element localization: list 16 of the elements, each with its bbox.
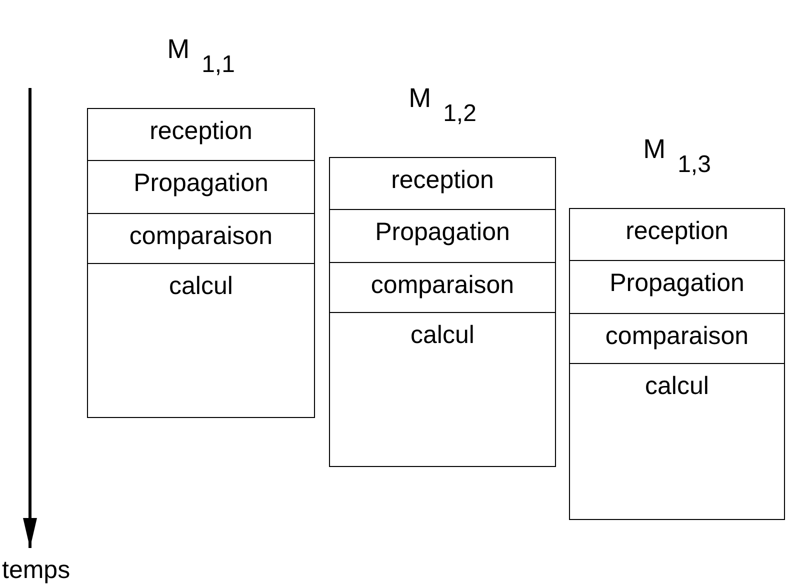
phase-cell: calcul [330, 313, 555, 465]
column-heading: M$_{1,3}$ [642, 133, 712, 180]
phase-cell: comparaison [570, 314, 784, 364]
phase-cell: Propagation [330, 210, 555, 263]
phase-cell: reception [330, 158, 555, 210]
phase-cell: reception [88, 109, 314, 161]
phase-cell: calcul [88, 264, 314, 416]
phase-cell: comparaison [88, 214, 314, 264]
column-heading: M$_{1,2}$ [408, 82, 478, 129]
phase-cell: Propagation [570, 261, 784, 314]
phase-cell: Propagation [88, 161, 314, 214]
axis-label: temps [2, 556, 70, 585]
phase-cell: reception [570, 209, 784, 261]
phase-cell: comparaison [330, 263, 555, 313]
column-heading: M$_{1,1}$ [166, 33, 236, 80]
phase-cell: calcul [570, 364, 784, 518]
